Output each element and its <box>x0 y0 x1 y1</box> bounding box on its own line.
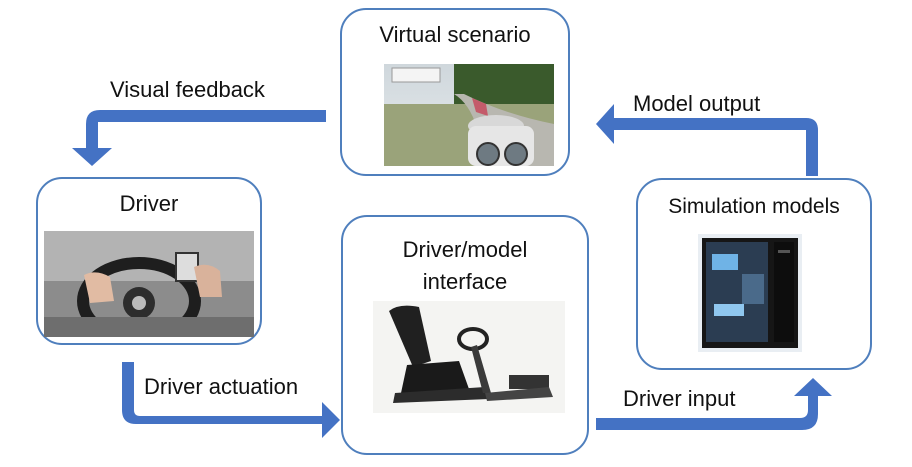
virtual-scenario-title: Virtual scenario <box>379 22 531 47</box>
simulation-box: Simulation models <box>636 178 872 370</box>
visual-feedback-arrow <box>72 110 326 166</box>
model-output-arrow <box>596 104 818 176</box>
driver-input-label: Driver input <box>623 386 736 411</box>
driver-input-arrow <box>596 378 832 430</box>
interface-title-line1: Driver/model <box>402 237 528 262</box>
interface-title-line2: interface <box>422 269 508 294</box>
driver-actuation-arrow <box>122 362 340 438</box>
interface-image <box>373 301 565 413</box>
simulation-image <box>698 234 802 352</box>
simulation-title: Simulation models <box>668 195 840 218</box>
driver-box: Driver <box>36 177 262 345</box>
driver-actuation-label: Driver actuation <box>144 374 299 399</box>
visual-feedback-label: Visual feedback <box>110 77 265 102</box>
scenario-image <box>384 64 554 166</box>
driver-title: Driver <box>119 191 179 216</box>
model-output-label: Model output <box>633 91 761 116</box>
virtual-scenario-box: Virtual scenario <box>340 8 570 176</box>
driver-image <box>44 231 254 337</box>
interface-box: Driver/model interface <box>341 215 589 455</box>
